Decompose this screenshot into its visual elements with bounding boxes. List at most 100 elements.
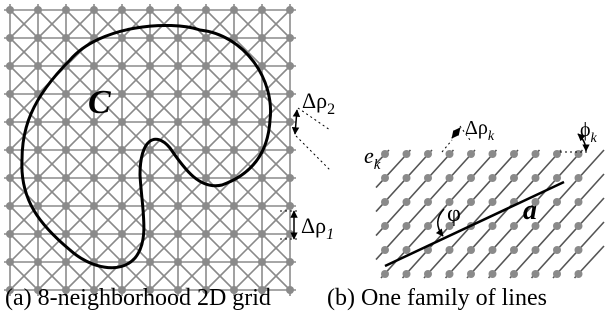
grid-node <box>34 62 42 70</box>
grid-node <box>286 258 294 266</box>
grid-node <box>202 286 210 294</box>
grid-diagonal <box>37 37 67 67</box>
grid-node <box>90 146 98 154</box>
lattice-node <box>445 222 454 230</box>
grid-node <box>62 118 70 126</box>
grid-node <box>6 174 14 182</box>
grid-diagonal <box>93 177 123 207</box>
family-line <box>466 149 584 279</box>
grid-node <box>62 174 70 182</box>
grid-diagonal <box>93 121 123 151</box>
grid-diagonal <box>9 233 39 263</box>
grid-node <box>146 62 154 70</box>
grid-node <box>90 230 98 238</box>
grid-node <box>146 286 154 294</box>
lattice-node <box>574 270 583 278</box>
grid-node <box>174 90 182 98</box>
grid-node <box>62 202 70 210</box>
delta-rho-2-label: Δρ <box>302 88 327 113</box>
grid-node <box>258 202 266 210</box>
lattice-node <box>445 198 454 206</box>
grid-node <box>34 6 42 14</box>
grid-diagonal <box>233 261 263 291</box>
grid-node <box>118 258 126 266</box>
lattice-node <box>574 246 583 254</box>
grid-node <box>258 118 266 126</box>
grid-node <box>230 90 238 98</box>
grid-diagonal <box>37 233 67 263</box>
grid-node <box>6 6 14 14</box>
lattice-node <box>574 222 583 230</box>
lattice-node <box>488 270 497 278</box>
grid-diagonal <box>177 93 207 123</box>
family-line <box>375 149 455 237</box>
caption-b: (b) One family of lines <box>327 285 547 311</box>
grid-diagonal <box>93 65 123 95</box>
grid-diagonal <box>233 9 263 39</box>
grid-node <box>230 146 238 154</box>
grid-diagonal <box>121 93 151 123</box>
grid-node <box>286 34 294 42</box>
grid-node <box>146 6 154 14</box>
grid-diagonal <box>93 149 123 179</box>
delta-rho-1-label: Δρ <box>301 213 326 238</box>
grid-node <box>230 6 238 14</box>
delta-rho-2-annotation: Δρ2 <box>291 88 335 171</box>
grid-diagonal <box>149 205 179 235</box>
grid-diagonal <box>9 149 39 179</box>
lattice-node <box>553 198 561 206</box>
grid-diagonal <box>121 205 151 235</box>
grid-diagonal <box>177 149 207 179</box>
lattice-node <box>381 150 389 158</box>
grid-diagonal <box>37 177 67 207</box>
grid-diagonal <box>65 149 95 179</box>
grid-diagonal <box>233 205 263 235</box>
svg-text:Δρ1: Δρ1 <box>301 213 334 243</box>
grid-node <box>230 258 238 266</box>
closed-curve-c <box>20 23 273 270</box>
grid-node <box>174 230 182 238</box>
grid-node <box>258 34 266 42</box>
grid-diagonal <box>177 9 207 39</box>
grid-diagonal <box>149 261 179 291</box>
angle-arc <box>435 208 445 237</box>
lattice-node <box>467 270 475 278</box>
direction-e-label: e <box>364 143 374 168</box>
grid-diagonal <box>37 261 67 291</box>
grid-node <box>118 202 126 210</box>
grid-diagonal <box>233 149 263 179</box>
grid-diagonal <box>233 37 263 67</box>
grid-diagonal <box>93 9 123 39</box>
lattice-node <box>531 198 540 206</box>
grid-diagonal <box>177 37 207 67</box>
grid-node <box>146 202 154 210</box>
grid-node <box>34 286 42 294</box>
grid-diagonal <box>65 121 95 151</box>
grid-node <box>174 146 182 154</box>
grid-diagonal <box>149 121 179 151</box>
grid-diagonal <box>9 261 39 291</box>
curve-label: C <box>88 84 111 121</box>
grid-node <box>286 146 294 154</box>
grid-diagonal <box>93 37 123 67</box>
lattice-node <box>381 222 389 230</box>
grid-node <box>202 6 210 14</box>
grid-diagonal <box>37 93 67 123</box>
lattice-node <box>402 246 411 254</box>
grid-node <box>118 146 126 154</box>
lattice-node <box>445 246 454 254</box>
grid-diagonal <box>205 65 235 95</box>
grid-diagonal <box>121 177 151 207</box>
family-line <box>487 149 605 279</box>
grid-node <box>90 90 98 98</box>
grid-node <box>230 118 238 126</box>
grid-node <box>202 230 210 238</box>
grid-node <box>286 6 294 14</box>
grid-diagonal <box>121 233 151 263</box>
grid-diagonal <box>261 149 291 179</box>
grid-node <box>6 202 14 210</box>
grid-diagonal <box>9 65 39 95</box>
lattice-node <box>424 222 432 230</box>
lattice-node <box>467 174 475 182</box>
grid-node <box>62 258 70 266</box>
